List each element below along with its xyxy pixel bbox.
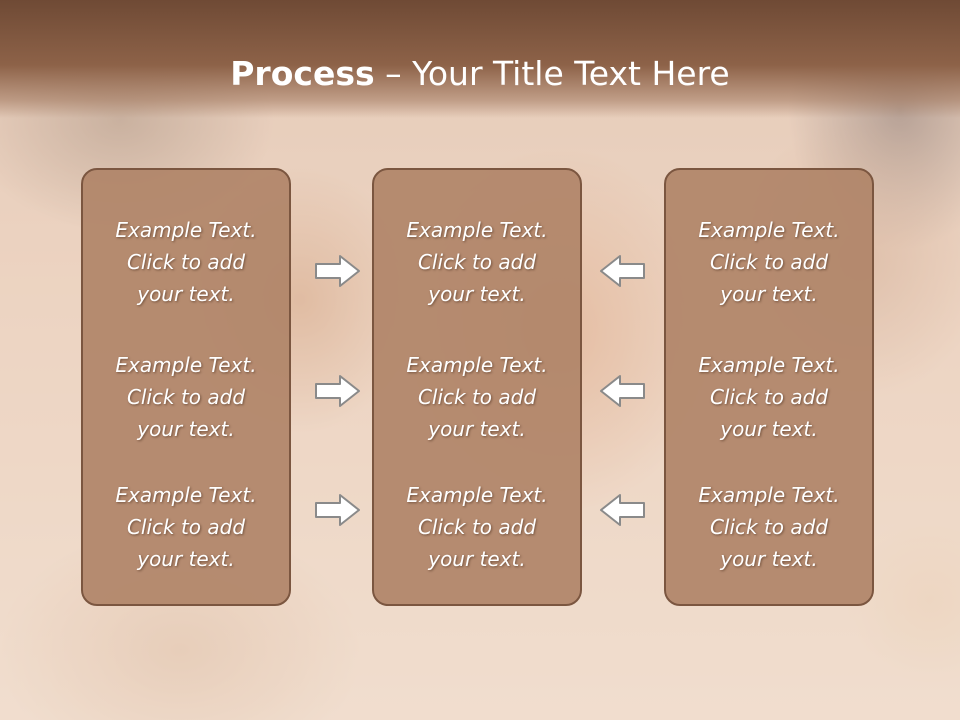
text-placeholder[interactable]: Example Text. Click to add your text.	[83, 349, 289, 445]
text-line: your text.	[137, 417, 235, 441]
text-placeholder[interactable]: Example Text. Click to add your text.	[666, 479, 872, 575]
text-line: Click to add	[709, 515, 829, 539]
text-line: Example Text.	[406, 353, 548, 377]
text-line: Click to add	[709, 385, 829, 409]
right-arrow-icon	[314, 373, 362, 409]
text-line: your text.	[137, 547, 235, 571]
text-line: Example Text.	[698, 353, 840, 377]
text-line: Example Text.	[698, 218, 840, 242]
text-placeholder[interactable]: Example Text. Click to add your text.	[83, 479, 289, 575]
text-line: Example Text.	[698, 483, 840, 507]
text-line: Example Text.	[406, 483, 548, 507]
left-text-panel[interactable]: Example Text. Click to add your text. Ex…	[81, 168, 291, 606]
text-line: Example Text.	[115, 218, 257, 242]
text-placeholder[interactable]: Example Text. Click to add your text.	[374, 479, 580, 575]
text-line: Click to add	[417, 515, 537, 539]
right-arrow-icon	[314, 492, 362, 528]
text-placeholder[interactable]: Example Text. Click to add your text.	[83, 214, 289, 310]
title-bold-part: Process	[230, 54, 375, 93]
middle-text-panel[interactable]: Example Text. Click to add your text. Ex…	[372, 168, 582, 606]
text-line: Example Text.	[115, 483, 257, 507]
text-line: your text.	[428, 547, 526, 571]
text-line: Click to add	[126, 250, 246, 274]
text-line: Click to add	[126, 385, 246, 409]
text-placeholder[interactable]: Example Text. Click to add your text.	[666, 214, 872, 310]
text-line: Click to add	[417, 385, 537, 409]
left-arrow-icon	[598, 492, 646, 528]
text-placeholder[interactable]: Example Text. Click to add your text.	[666, 349, 872, 445]
text-line: your text.	[428, 417, 526, 441]
text-line: Click to add	[417, 250, 537, 274]
text-line: your text.	[137, 282, 235, 306]
slide-title[interactable]: Process – Your Title Text Here	[0, 52, 960, 96]
right-arrow-icon	[314, 253, 362, 289]
title-rest-part: – Your Title Text Here	[374, 54, 730, 93]
left-arrow-icon	[598, 253, 646, 289]
left-arrow-icon	[598, 373, 646, 409]
right-text-panel[interactable]: Example Text. Click to add your text. Ex…	[664, 168, 874, 606]
text-line: your text.	[720, 282, 818, 306]
text-line: Example Text.	[406, 218, 548, 242]
text-line: Click to add	[709, 250, 829, 274]
text-line: your text.	[720, 547, 818, 571]
text-line: Click to add	[126, 515, 246, 539]
text-line: your text.	[428, 282, 526, 306]
text-line: your text.	[720, 417, 818, 441]
text-placeholder[interactable]: Example Text. Click to add your text.	[374, 214, 580, 310]
title-bar	[0, 0, 960, 118]
text-placeholder[interactable]: Example Text. Click to add your text.	[374, 349, 580, 445]
text-line: Example Text.	[115, 353, 257, 377]
